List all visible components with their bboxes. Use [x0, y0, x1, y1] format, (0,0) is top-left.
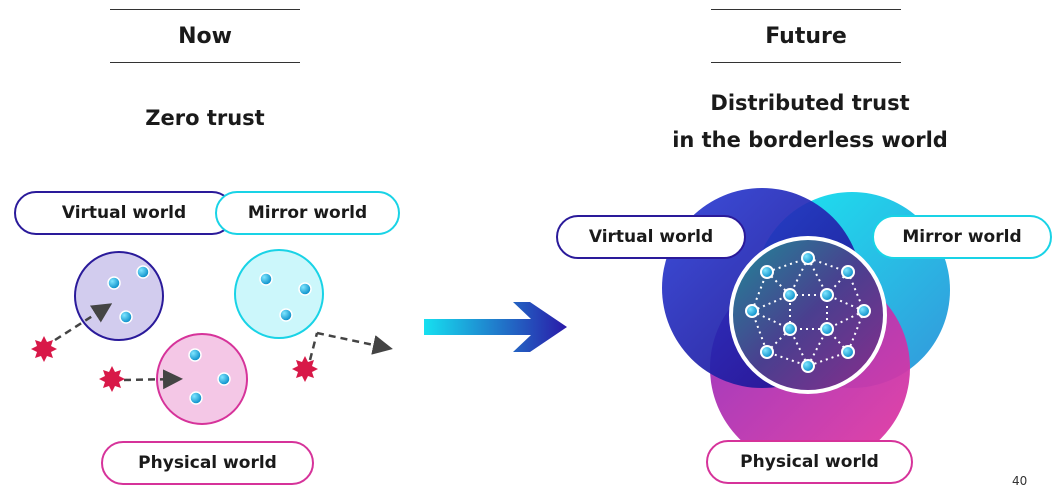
virtual-world-circle — [74, 251, 164, 341]
left-nodes — [107, 265, 312, 405]
threat-icon — [99, 366, 125, 392]
threat-icon — [31, 336, 57, 362]
virtual-world-label: Virtual world — [556, 215, 746, 259]
distributed-trust-title-line2: in the borderless world — [672, 128, 948, 152]
page-number: 40 — [1012, 474, 1028, 488]
physical-world-label: Physical world — [706, 440, 913, 484]
attack-arrows — [54, 303, 393, 390]
future-top-rule — [711, 9, 901, 10]
future-heading: Future — [765, 24, 847, 49]
now-top-rule — [110, 9, 300, 10]
zero-trust-title: Zero trust — [145, 106, 265, 130]
mirror-world-label: Mirror world — [872, 215, 1052, 259]
physical-world-circle — [156, 333, 248, 425]
physical-world-label: Physical world — [101, 441, 314, 485]
now-heading: Now — [178, 24, 232, 49]
now-bottom-rule — [110, 62, 300, 63]
threat-icon — [292, 356, 318, 382]
transition-arrow-icon — [424, 302, 567, 352]
future-bottom-rule — [711, 62, 901, 63]
virtual-world-label: Virtual world — [14, 191, 234, 235]
mirror-world-circle — [234, 249, 324, 339]
distributed-trust-title-line1: Distributed trust — [710, 91, 910, 115]
trust-network-nodes — [745, 251, 871, 373]
mirror-world-label: Mirror world — [215, 191, 400, 235]
